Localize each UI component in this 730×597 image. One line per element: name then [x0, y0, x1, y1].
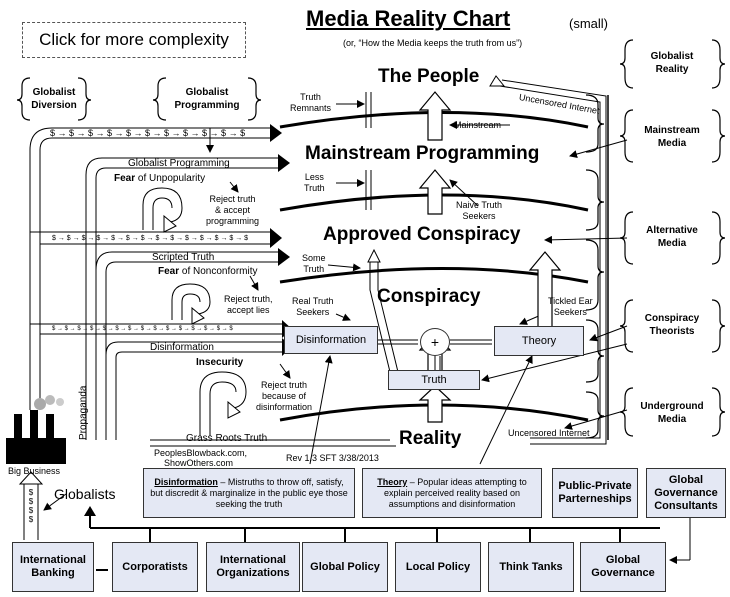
label-globalist-reality: Globalist Reality: [650, 51, 694, 75]
theory-definition: Theory – Popular ideas attempting to exp…: [362, 468, 542, 518]
naive-truth-seekers: Naive Truth Seekers: [456, 200, 503, 221]
factory-icon: [6, 395, 66, 464]
stream-scripted-truth: Scripted Truth: [152, 252, 215, 263]
label-mainstream-media: Mainstream Media: [644, 125, 700, 149]
box-global-governance: Global Governance: [580, 542, 666, 592]
credit-revision: Rev 1.3 SFT 3/38/2013: [286, 453, 379, 463]
credit-site-1: PeoplesBlowback.com,: [154, 448, 248, 458]
box-international-organizations: International Organizations: [206, 542, 300, 592]
reject-truth-2: Reject truth, accept lies: [224, 294, 273, 315]
box-global-policy: Global Policy: [302, 542, 388, 592]
layer-people: The People: [378, 66, 480, 87]
box-international-banking: International Banking: [12, 542, 94, 592]
money-row-low: $ → $ → $ → $ → $ → $ → $ → $ → $ → $ → …: [52, 326, 233, 332]
label-underground-media: Underground Media: [640, 401, 704, 425]
right-braces: [585, 94, 605, 439]
label-conspiracy-theorists: Conspiracy Theorists: [644, 313, 700, 337]
stream-propaganda: Propaganda: [78, 385, 89, 441]
money-row-mid: $ → $ → $ → $ → $ → $ → $ → $ → $ → $ → …: [52, 235, 249, 242]
truth-box: Truth: [388, 370, 480, 390]
truth-remnants: Truth Remnants: [290, 92, 332, 113]
label-globalist-diversion: Globalist Diversion: [31, 87, 77, 111]
layer-approved: Approved Conspiracy: [323, 224, 521, 245]
box-corporatists: Corporatists: [112, 542, 198, 592]
title-suffix: (small): [569, 16, 608, 31]
fear-unpopularity: Fear of Unpopularity: [114, 173, 206, 184]
some-truth: Some Truth: [302, 253, 326, 274]
layer-mainstream: Mainstream Programming: [305, 143, 540, 164]
box-global-governance-consultants: Global Governance Consultants: [646, 468, 726, 518]
layer-conspiracy: Conspiracy: [377, 286, 481, 307]
more-complexity-link[interactable]: Click for more complexity: [22, 22, 246, 58]
credit-site-2: ShowOthers.com: [164, 458, 234, 468]
disinformation-definition: Disinformation – Mistruths to throw off,…: [143, 468, 355, 518]
globalists-label: Globalists: [54, 486, 116, 502]
disinformation-box: Disinformation: [284, 326, 378, 354]
uncensored-internet-bottom: Uncensored Internet: [508, 428, 590, 438]
theory-box: Theory: [494, 326, 584, 356]
box-local-policy: Local Policy: [395, 542, 481, 592]
box-think-tanks: Think Tanks: [488, 542, 574, 592]
fear-nonconformity: Fear of Nonconformity: [158, 266, 258, 277]
stream-grass-roots-truth: Grass Roots Truth: [186, 433, 268, 444]
reject-truth-3: Reject truth because of disinformation: [256, 380, 313, 412]
layer-reality: Reality: [399, 428, 462, 449]
label-globalist-programming: Globalist Programming: [174, 87, 240, 111]
money-vertical: $ $ $ $: [28, 488, 34, 524]
label-braces: [619, 39, 726, 437]
left-braces: [16, 77, 262, 121]
stream-disinformation: Disinformation: [150, 342, 214, 353]
plus-node: +: [420, 328, 450, 356]
real-truth-seekers: Real Truth Seekers: [292, 296, 334, 317]
stream-globalist-programming: Globalist Programming: [128, 158, 230, 169]
subtitle: (or, “How the Media keeps the truth from…: [343, 38, 523, 48]
big-business-label: Big Business: [8, 466, 61, 476]
label-alternative-media: Alternative Media: [646, 225, 698, 249]
tickled-ear-seekers: Tickled Ear Seekers: [548, 296, 593, 317]
insecurity: Insecurity: [196, 357, 244, 368]
money-row-top: $ → $ → $ → $ → $ → $ → $ → $ → $ → $ → …: [50, 128, 246, 138]
page-title: Media Reality Chart: [306, 6, 511, 31]
mainstream-arrow-label: Mainstream: [454, 120, 502, 130]
reject-truth-1: Reject truth & accept programming: [206, 194, 260, 226]
box-public-private-partnerships: Public-Private Parterneships: [552, 468, 638, 518]
less-truth: Less Truth: [304, 172, 325, 193]
